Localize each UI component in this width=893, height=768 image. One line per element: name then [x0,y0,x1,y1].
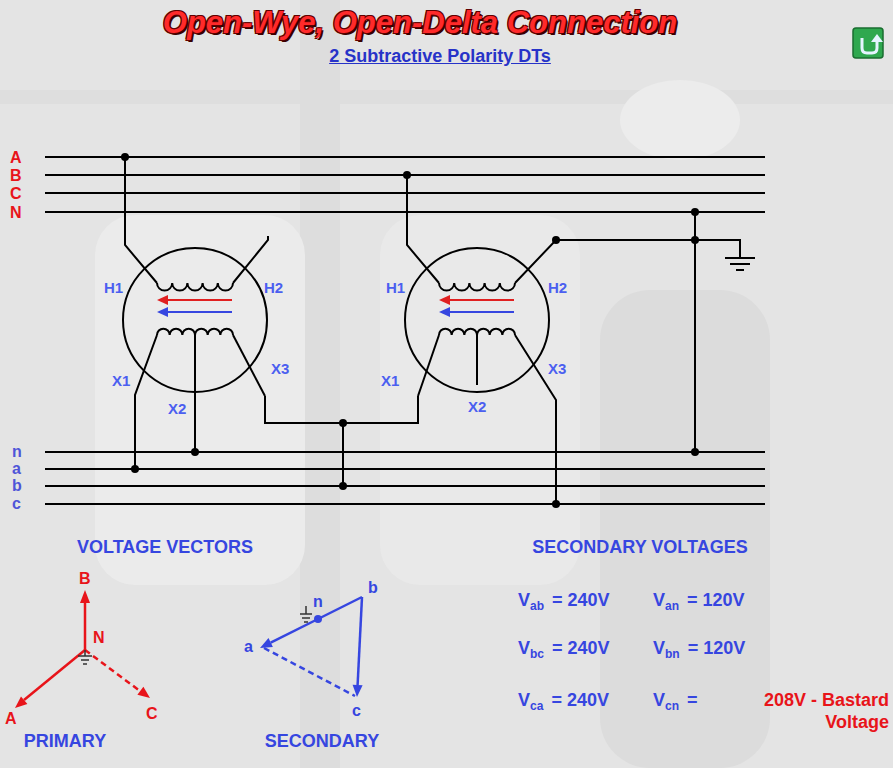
polarity-arrows [157,295,514,317]
terminal-label: X2 [468,398,486,416]
transformer-windings [157,283,515,335]
transformer-node: H1H2X1X3X2 [401,244,553,396]
transformer-circle [401,244,553,396]
voltage-row: Vca = 240V [518,690,609,713]
subtitle: 2 Subtractive Polarity DTs [329,46,551,68]
vector-label: c [352,701,361,720]
voltage-value: = 240V [551,690,609,710]
section-heading: SECONDARY VOLTAGES [532,537,747,559]
terminal-label: X1 [381,372,399,390]
terminal-label: H1 [104,279,123,297]
bus-name: C [10,184,22,203]
vector-label: N [93,628,105,647]
vector-label: A [5,709,17,728]
voltage-symbol: V [518,590,530,610]
voltage-subscript: cn [665,699,679,713]
voltage-value: = 120V [687,590,745,610]
transformer-leads [125,157,755,504]
bus-name: a [12,459,21,478]
transformer-circle [119,244,271,396]
terminal-label: H2 [264,279,283,297]
vector-label: n [313,592,323,611]
voltage-row: Van = 120V [653,590,745,613]
voltage-subscript: ab [530,599,544,613]
bus-name: c [12,494,21,513]
voltage-row: Vab = 240V [518,590,610,613]
warning-value: 208V - Bastard Voltage [745,690,889,733]
terminal-label: X3 [548,360,566,378]
transformer-outline [405,248,549,392]
voltage-row: Vbc = 240V [518,638,610,661]
bus-lines [45,157,765,504]
diagram-caption: SECONDARY [265,731,379,753]
voltage-symbol: V [653,590,665,610]
voltage-row: Vbn = 120V [653,638,745,661]
transformer-outline [123,248,267,392]
bus-name: b [12,476,22,495]
transformer-node: H1H2X1X3X2 [119,244,271,396]
primary-vector-diagram [15,590,150,708]
terminal-label: X3 [271,360,289,378]
vector-label: B [79,569,91,588]
voltage-symbol: V [518,690,530,710]
voltage-value: = 120V [688,638,746,658]
voltage-value: = 240V [552,638,610,658]
voltage-symbol: V [653,638,665,658]
secondary-wire [265,396,418,423]
return-icon [853,28,883,58]
voltage-symbol: V [653,690,665,710]
diagram-caption: PRIMARY [24,731,106,753]
section-heading: VOLTAGE VECTORS [77,537,253,559]
terminal-label: X2 [168,400,186,418]
bus-name: B [10,166,22,185]
voltage-row: Vcn = [653,690,698,713]
vector-label: a [244,637,253,656]
vector-label: b [368,578,378,597]
voltage-value: = 240V [552,590,610,610]
voltage-value: = [687,690,698,710]
terminal-label: H2 [548,279,567,297]
voltage-subscript: bn [665,647,680,661]
terminal-label: H1 [386,279,405,297]
bus-name: N [10,203,22,222]
terminal-label: X1 [112,372,130,390]
voltage-subscript: bc [530,647,544,661]
voltage-symbol: V [518,638,530,658]
voltage-subscript: ca [530,699,543,713]
junction-dots [121,153,699,508]
secondary-vector-diagram [260,597,363,697]
diagram-title: Open-Wye, Open-Delta Connection [163,4,677,41]
voltage-subscript: an [665,599,679,613]
bus-name: n [12,442,22,461]
vector-label: C [146,704,158,723]
bus-name: A [10,148,22,167]
